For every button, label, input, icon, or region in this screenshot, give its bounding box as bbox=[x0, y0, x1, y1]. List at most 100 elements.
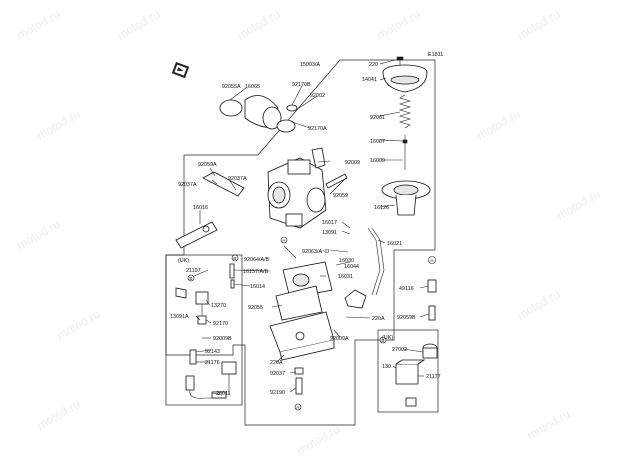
part-label: 92002 bbox=[310, 93, 325, 99]
part-label: 16009 bbox=[370, 158, 385, 164]
intake-holder bbox=[219, 95, 296, 133]
part-label: 92064/A/B bbox=[244, 257, 270, 263]
part-label: 14041 bbox=[362, 77, 377, 83]
watermark-text: motod.ru bbox=[235, 7, 283, 43]
leader-lines bbox=[193, 59, 430, 396]
screw-92190 bbox=[295, 377, 303, 395]
ref-letter: B bbox=[189, 276, 192, 281]
uk-label: (UK) bbox=[382, 335, 393, 341]
part-label: 92037 bbox=[270, 371, 285, 377]
part-label: 92170B bbox=[292, 82, 311, 88]
part-label: 92170A bbox=[308, 126, 327, 132]
float-chamber bbox=[269, 311, 335, 361]
jet-16014 bbox=[230, 279, 235, 289]
part-label: 220A bbox=[372, 316, 385, 322]
part-label: 92170 bbox=[213, 321, 228, 327]
part-labels: 220 14041 15003/A 92055A 16065 92170B 92… bbox=[170, 62, 441, 397]
part-label: 92055A bbox=[222, 84, 241, 90]
part-label: 220A bbox=[270, 360, 283, 366]
drain-plug-92037 bbox=[294, 367, 304, 375]
part-label: 92059A bbox=[198, 162, 217, 168]
float-16031 bbox=[282, 261, 333, 299]
jet-needle bbox=[402, 135, 408, 170]
screw-220 bbox=[396, 56, 404, 66]
part-label: 21176 bbox=[205, 360, 220, 366]
part-label: 16016 bbox=[193, 205, 208, 211]
part-label: 16007 bbox=[370, 139, 385, 145]
watermark-text: motod.ru bbox=[515, 287, 563, 323]
ref-circle-a: A bbox=[294, 403, 302, 411]
carb-top-cover bbox=[382, 64, 428, 93]
ref-letter: B bbox=[381, 338, 384, 343]
assembly-boundary bbox=[165, 59, 436, 426]
part-label: 16044 bbox=[344, 264, 359, 270]
part-label: 220 bbox=[369, 62, 378, 68]
figure-code: E1811 bbox=[428, 52, 443, 58]
part-label: 21197 bbox=[186, 268, 201, 274]
pipe-92059 bbox=[325, 173, 348, 189]
watermark-text: motod.ru bbox=[15, 7, 63, 43]
fitting-49116 bbox=[427, 279, 437, 321]
connector-26011 bbox=[211, 361, 237, 399]
part-label: 92059 bbox=[333, 193, 348, 199]
clamp-92170b bbox=[286, 104, 298, 112]
ref-circle-b: B bbox=[187, 274, 195, 282]
part-label: 13091A bbox=[170, 314, 189, 320]
part-label: 130 bbox=[382, 364, 391, 370]
gasket-92055 bbox=[275, 285, 323, 321]
part-label: 16157/A/B bbox=[243, 269, 269, 275]
heater-21176 bbox=[185, 349, 222, 399]
diaphragm-16126 bbox=[381, 180, 431, 216]
ref-circle-b: B bbox=[231, 254, 239, 262]
part-label: 16014 bbox=[250, 284, 265, 290]
watermark-text: motod.ru bbox=[555, 187, 603, 223]
part-label: 92037A bbox=[228, 176, 247, 182]
watermark-text: motod.ru bbox=[525, 407, 573, 443]
part-label: 16017 bbox=[322, 220, 337, 226]
watermark-text: motod.ru bbox=[475, 107, 523, 143]
ref-letter: A bbox=[430, 258, 434, 263]
part-label: 92009 bbox=[345, 160, 360, 166]
controller-21177 bbox=[395, 359, 426, 407]
watermark-text: motod.ru bbox=[515, 7, 563, 43]
watermark-text: motod.ru bbox=[15, 217, 63, 253]
hose-16021 bbox=[367, 227, 385, 296]
part-label: 16030 bbox=[339, 258, 354, 264]
ref-letter: A bbox=[282, 238, 286, 243]
watermark-text: motod.ru bbox=[35, 107, 83, 143]
ref-circle-a: A bbox=[428, 256, 436, 264]
part-label: 16126 bbox=[374, 205, 389, 211]
part-label: 92037A bbox=[178, 182, 197, 188]
throttle-linkage bbox=[344, 289, 367, 309]
uk-label: (UK) bbox=[178, 258, 189, 264]
ref-circle-a: A bbox=[280, 236, 288, 244]
part-label: 92059B bbox=[397, 315, 416, 321]
part-label: 16031 bbox=[338, 274, 353, 280]
jet-16157 bbox=[229, 263, 235, 279]
spring-92081 bbox=[398, 94, 412, 129]
uk-inset-right bbox=[377, 329, 439, 413]
carburetor-body bbox=[267, 147, 327, 229]
watermark-text: motod.ru bbox=[295, 422, 343, 458]
part-label: 16021 bbox=[387, 241, 402, 247]
part-label: 92009A bbox=[330, 336, 349, 342]
part-label: 26011 bbox=[216, 391, 231, 397]
watermark-text: motod.ru bbox=[35, 397, 83, 433]
part-label: 13270 bbox=[211, 303, 226, 309]
watermark-text: motod.ru bbox=[375, 7, 423, 43]
part-label: 16065 bbox=[245, 84, 260, 90]
part-label: 13091 bbox=[322, 230, 337, 236]
part-label: 92081 bbox=[370, 115, 385, 121]
pipe-92059a bbox=[202, 171, 245, 197]
relay-27002 bbox=[422, 343, 438, 359]
watermark-text: motod.ru bbox=[55, 307, 103, 343]
watermark-text: motod.ru bbox=[115, 7, 163, 43]
part-label: 92143 bbox=[205, 349, 220, 355]
front-direction-icon bbox=[171, 62, 190, 79]
part-label: 92190 bbox=[270, 390, 285, 396]
ref-letter: A bbox=[296, 405, 300, 410]
watermark-layer: motod.ru motod.ru motod.ru motod.ru moto… bbox=[15, 7, 603, 458]
choke-plunger-16016 bbox=[175, 221, 218, 249]
